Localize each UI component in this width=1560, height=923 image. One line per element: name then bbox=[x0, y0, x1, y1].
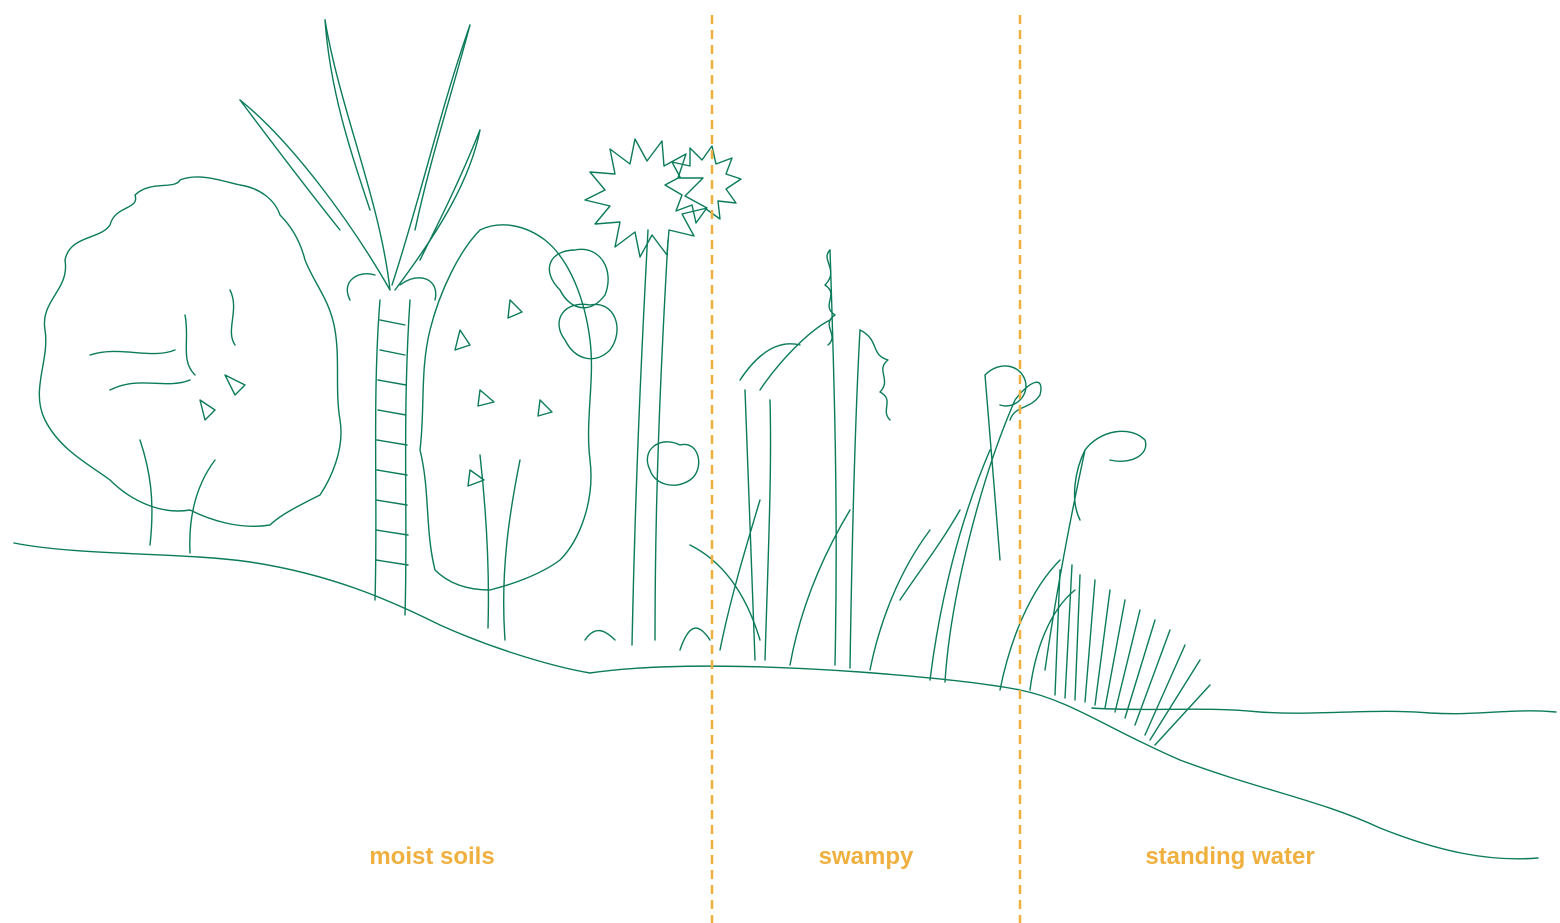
nikau-palm-icon bbox=[240, 20, 480, 615]
zone-label-swampy: swampy bbox=[819, 843, 914, 871]
zone-label-standing-water: standing water bbox=[1145, 843, 1314, 871]
ground-line bbox=[14, 543, 1538, 859]
zone-label-moist-soils: moist soils bbox=[369, 843, 494, 871]
shrub-icon bbox=[420, 225, 591, 640]
water-surface-line bbox=[1092, 708, 1556, 714]
broadleaf-tree-icon bbox=[39, 177, 341, 553]
sedge-grass-icon bbox=[930, 366, 1146, 690]
rush-icon bbox=[1055, 565, 1210, 745]
flax-icon bbox=[690, 250, 960, 670]
